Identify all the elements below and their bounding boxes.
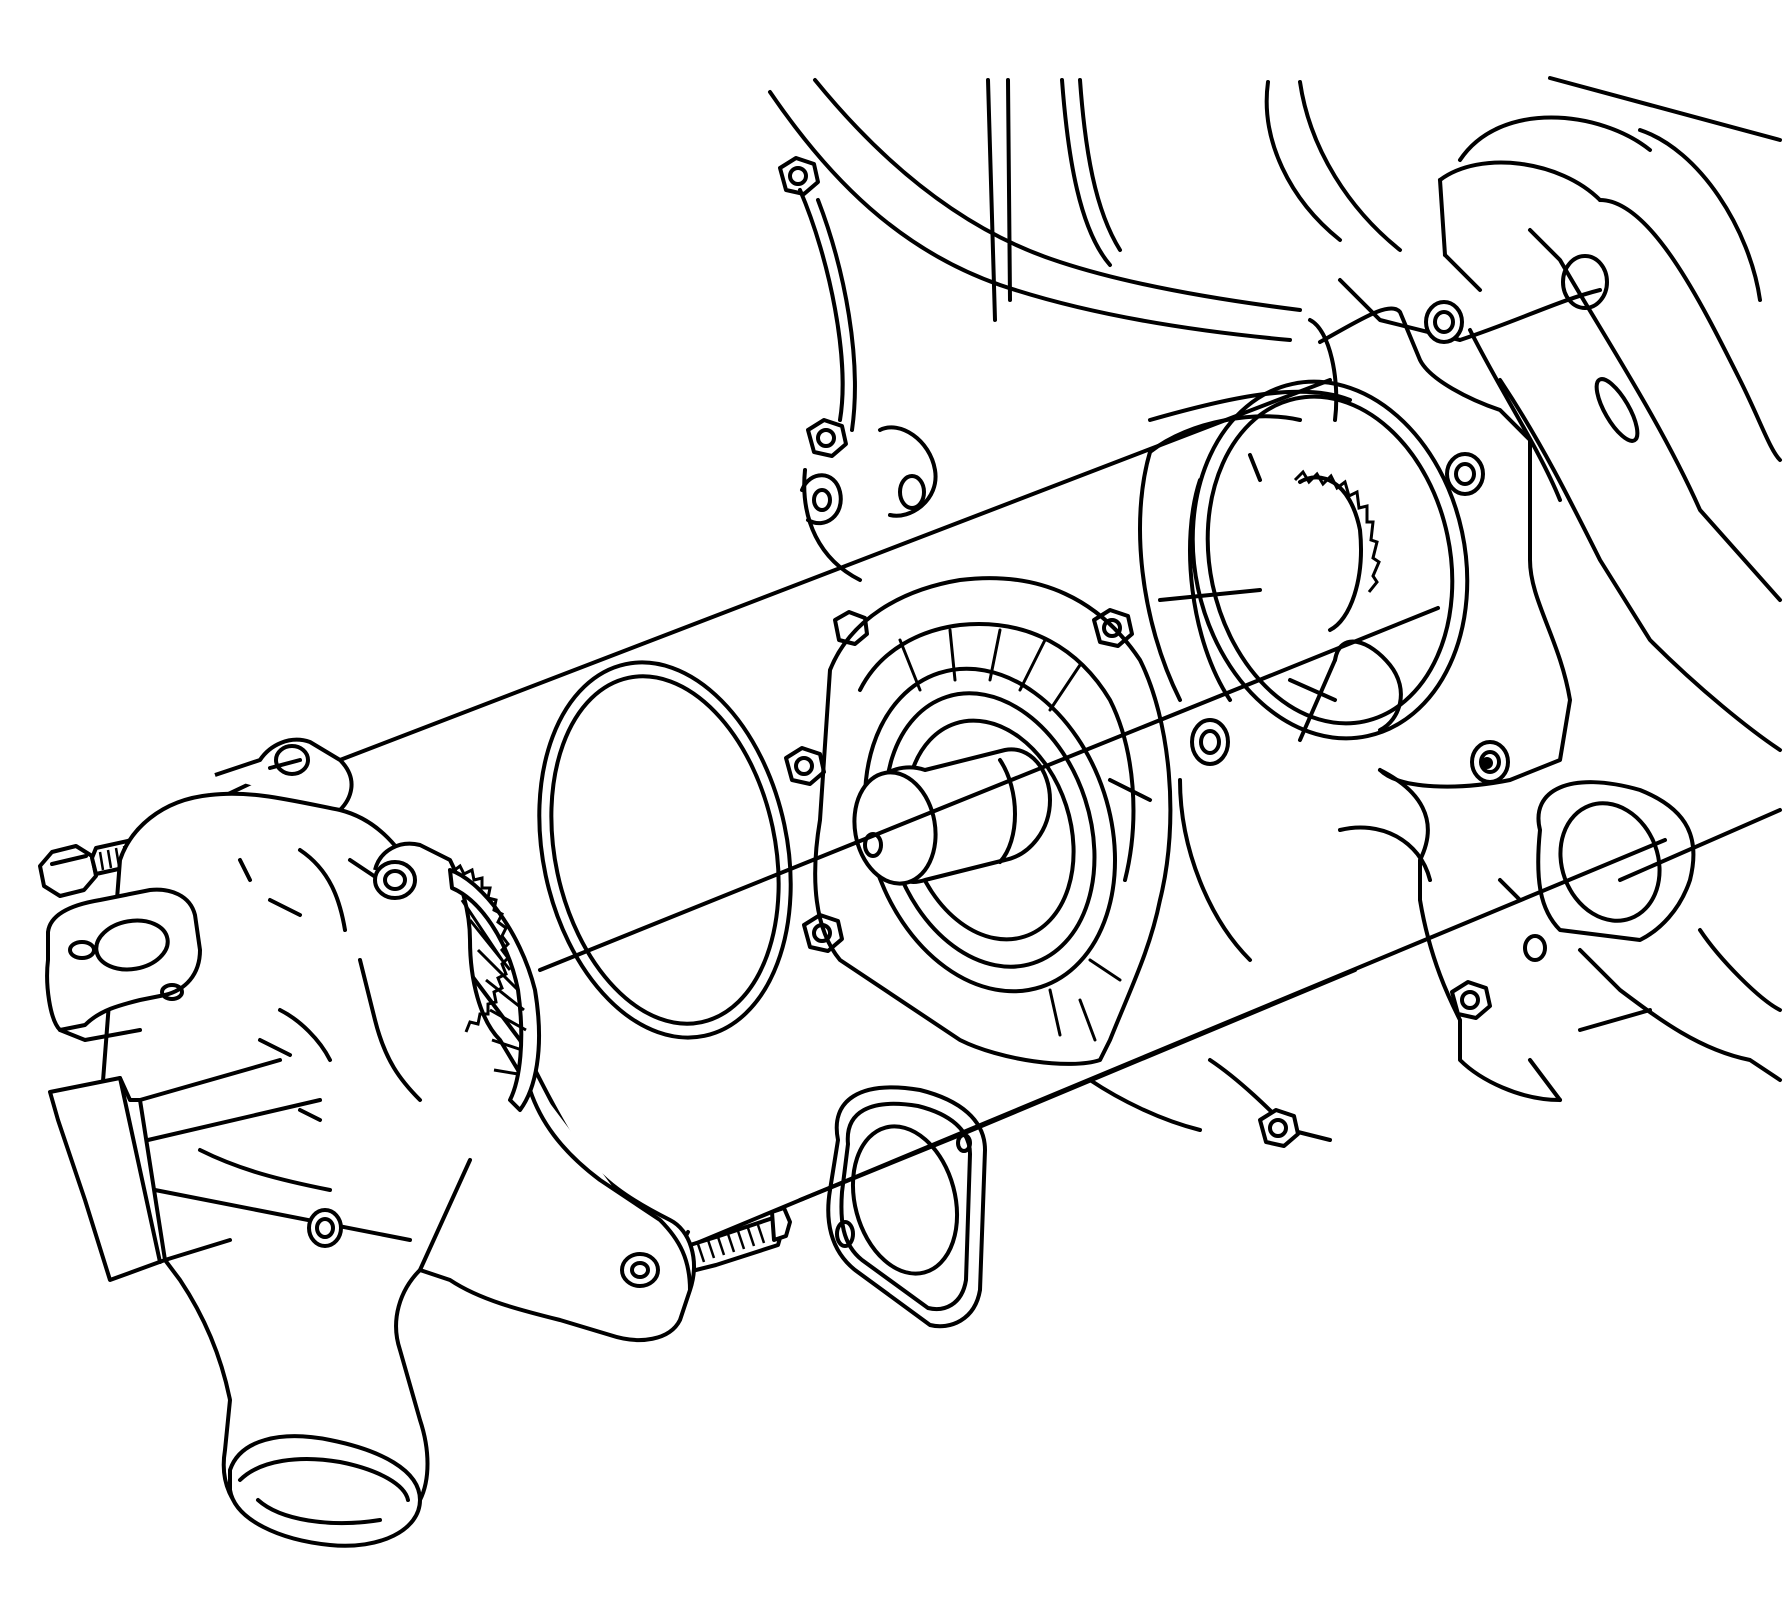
alignment-lines: [108, 378, 1667, 1302]
cover-bolt-mid: [806, 418, 848, 458]
cover-bolt-lower: [1450, 980, 1492, 1020]
pump-shaft: [813, 576, 1173, 1066]
cover-bolt-top: [778, 156, 820, 196]
drive-gear: [448, 863, 541, 1112]
cover-bolt-left-2: [784, 746, 826, 786]
water-pump-housing: [45, 737, 696, 1548]
lower-bolt: [681, 1206, 792, 1273]
engine-front-cover: [768, 76, 1782, 1148]
o-ring-seal: [537, 660, 793, 1040]
cover-bolt-bottom: [1258, 1108, 1300, 1148]
gasket: [826, 1085, 987, 1329]
gear-housing-opening: [1138, 379, 1470, 742]
cover-bolt-left-1: [833, 610, 869, 646]
upper-bolt: [38, 838, 138, 898]
